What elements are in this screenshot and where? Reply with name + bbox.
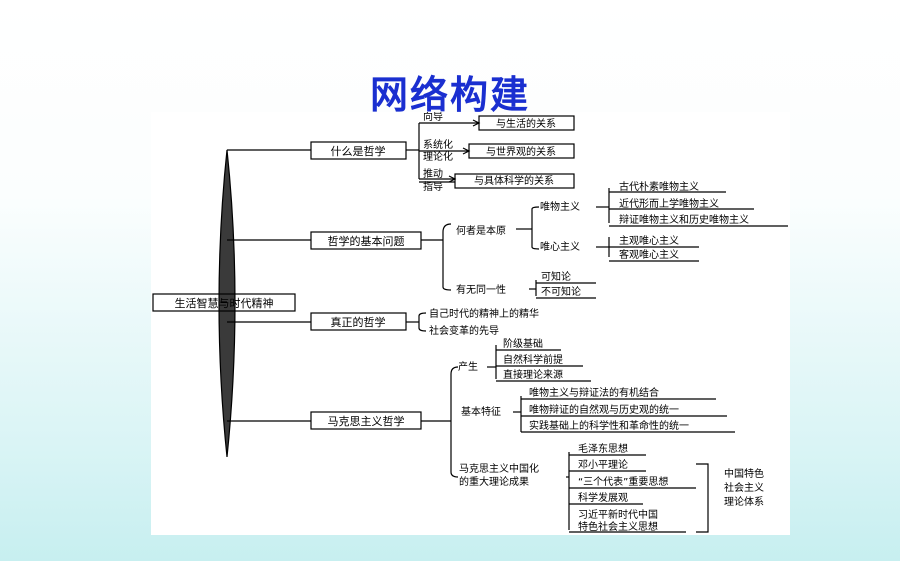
materialism-modern: 近代形而上学唯物主义: [619, 197, 719, 210]
question-origin: 何者是本原: [456, 224, 506, 237]
agnosticism: 不可知论: [541, 285, 581, 298]
feature-1: 唯物主义与辩证法的有机结合: [529, 386, 659, 399]
knowability: 可知论: [541, 270, 571, 283]
sinicization-1: 马克思主义中国化: [459, 462, 539, 475]
origin-theory: 直接理论来源: [503, 368, 563, 381]
theory-deng: 邓小平理论: [578, 458, 628, 471]
idealism: 唯心主义: [540, 241, 580, 253]
true-philosophy-essence: 自己时代的精神上的精华: [429, 307, 539, 320]
theory-xi-2: 特色社会主义思想: [578, 520, 658, 533]
verb-systematize-2: 理论化: [423, 150, 453, 163]
system-label-2: 社会主义: [724, 481, 764, 494]
true-philosophy-pioneer: 社会变革的先导: [429, 324, 499, 337]
system-label-1: 中国特色: [724, 467, 764, 480]
mind-map-panel: 生活智慧与时代精神 什么是哲学 哲学的基本问题 真正的哲学 马克思主义哲学 向导…: [151, 110, 790, 535]
relation-science: 与具体科学的关系: [474, 174, 554, 187]
materialism-dialectical: 辩证唯物主义和历史唯物主义: [619, 213, 749, 226]
theory-three-represents: “三个代表”重要思想: [578, 475, 668, 488]
idealism-subjective: 主观唯心主义: [619, 235, 679, 247]
materialism: 唯物主义: [540, 200, 580, 213]
theory-scientific-outlook: 科学发展观: [578, 491, 628, 504]
verb-systematize-1: 系统化: [423, 138, 453, 151]
feature-2: 唯物辩证的自然观与历史观的统一: [529, 403, 679, 416]
branch-basic-question: 哲学的基本问题: [328, 234, 405, 248]
origin-class: 阶级基础: [503, 337, 543, 350]
sinicization-2: 的重大理论成果: [459, 475, 529, 488]
theory-mao: 毛泽东思想: [578, 442, 628, 455]
theory-xi-1: 习近平新时代中国: [578, 508, 658, 521]
origin-label: 产生: [458, 360, 478, 373]
system-label-3: 理论体系: [724, 495, 764, 508]
root-node: 生活智慧与时代精神: [175, 296, 274, 310]
branch-what-is-philosophy: 什么是哲学: [331, 144, 386, 158]
spine-shape: [218, 149, 236, 458]
materialism-ancient: 古代朴素唯物主义: [619, 180, 699, 193]
branch-marxist-philosophy: 马克思主义哲学: [328, 414, 405, 428]
relation-life: 与生活的关系: [496, 117, 556, 130]
feature-3: 实践基础上的科学性和革命性的统一: [529, 419, 689, 432]
mind-map: 生活智慧与时代精神 什么是哲学 哲学的基本问题 真正的哲学 马克思主义哲学 向导…: [152, 110, 788, 533]
branch-true-philosophy: 真正的哲学: [331, 315, 386, 329]
verb-guide: 向导: [423, 112, 443, 123]
origin-science: 自然科学前提: [503, 353, 563, 366]
page-title: 网络构建: [369, 73, 530, 117]
verb-promote-1: 推动: [423, 167, 443, 180]
question-identity: 有无同一性: [456, 283, 506, 296]
idealism-objective: 客观唯心主义: [619, 248, 679, 261]
feature-label: 基本特征: [461, 405, 501, 418]
relation-worldview: 与世界观的关系: [486, 145, 556, 158]
verb-promote-2: 指导: [423, 180, 443, 193]
